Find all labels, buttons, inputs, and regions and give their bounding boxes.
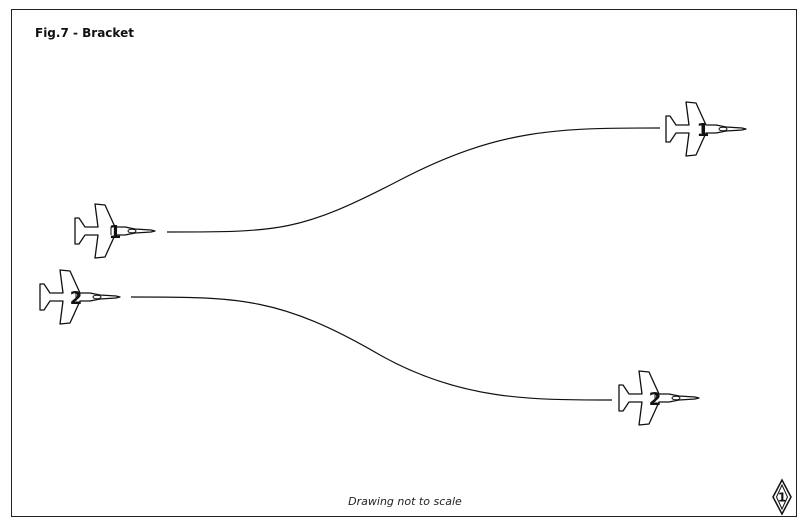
aircraft-2-start: 2 bbox=[39, 269, 121, 325]
scale-note: Drawing not to scale bbox=[348, 495, 462, 508]
aircraft-1-start: 1 bbox=[74, 203, 156, 259]
flight-path-aircraft-1 bbox=[166, 127, 661, 233]
emblem-label: 1 bbox=[778, 491, 786, 505]
emblem-diamond-icon: 1 bbox=[772, 478, 792, 516]
aircraft-1-end: 1 bbox=[665, 101, 747, 157]
aircraft-2-start-label: 2 bbox=[70, 288, 83, 309]
diagram-frame bbox=[11, 9, 797, 517]
figure-title: Fig.7 - Bracket bbox=[35, 26, 134, 40]
aircraft-2-end-label: 2 bbox=[649, 389, 662, 410]
aircraft-1-end-label: 1 bbox=[697, 120, 710, 141]
aircraft-2-end: 2 bbox=[618, 370, 700, 426]
flight-path-aircraft-2 bbox=[130, 296, 613, 401]
aircraft-1-start-label: 1 bbox=[109, 222, 122, 243]
